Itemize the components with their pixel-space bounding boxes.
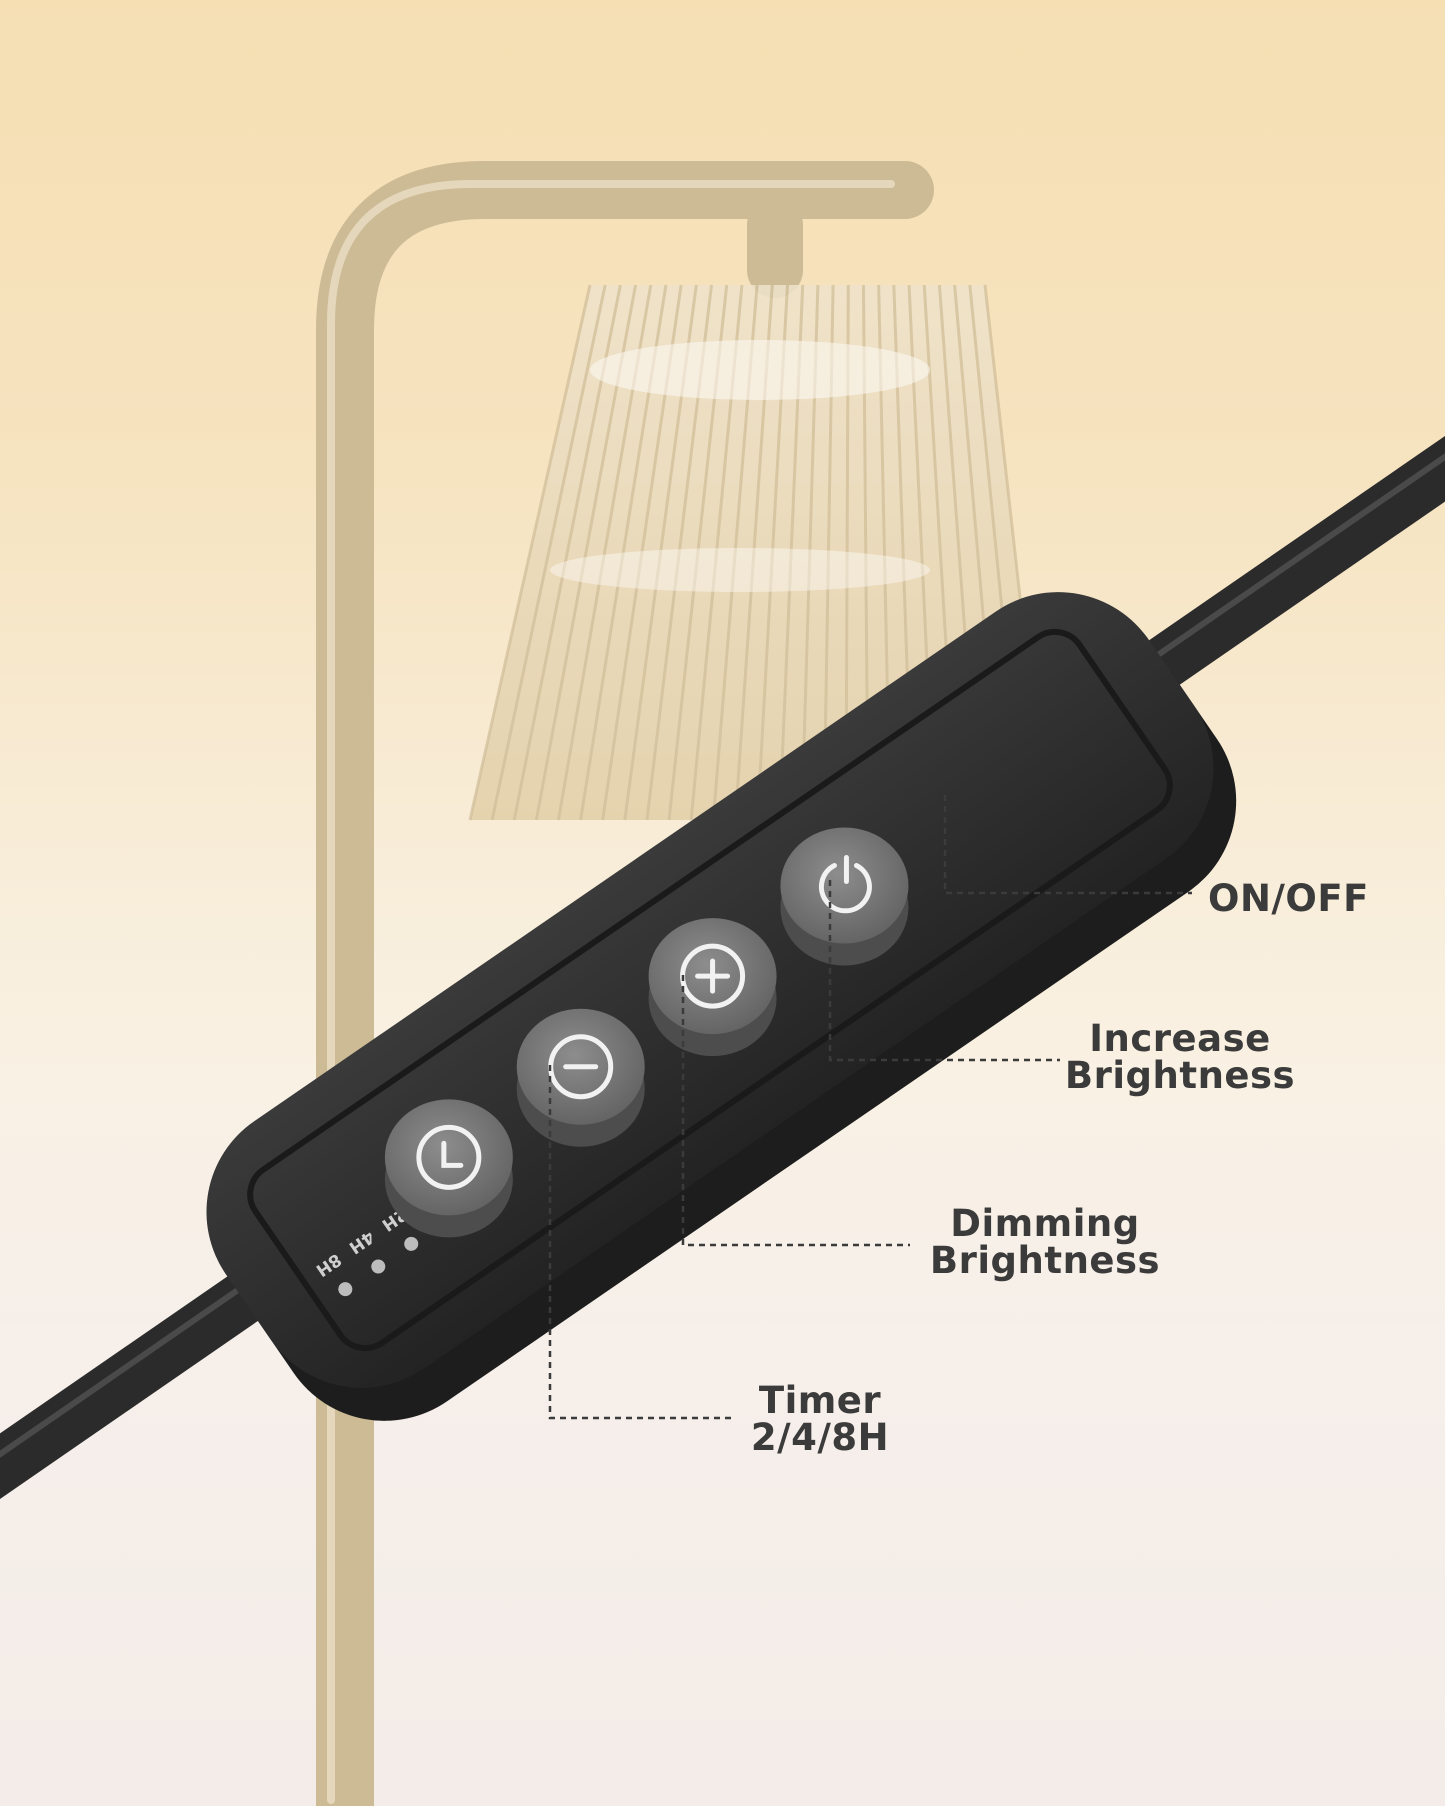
callout-leaders bbox=[548, 795, 1192, 1420]
callout-increase-brightness: Increase Brightness bbox=[1060, 1020, 1300, 1094]
power-icon bbox=[818, 854, 872, 914]
callout-timer: Timer 2/4/8H bbox=[720, 1382, 920, 1456]
callout-dimming-brightness: Dimming Brightness bbox=[925, 1205, 1165, 1279]
lamp-frame bbox=[316, 161, 934, 1806]
callout-on-off: ON/OFF bbox=[1208, 880, 1369, 917]
callout-increase-line-2: Brightness bbox=[1064, 1054, 1296, 1097]
callout-increase-line-1: Increase bbox=[1089, 1017, 1271, 1060]
callout-timer-line-1: Timer bbox=[758, 1379, 882, 1422]
timer-button[interactable] bbox=[384, 1099, 513, 1238]
timer-icon bbox=[416, 1124, 482, 1190]
plus-button[interactable] bbox=[648, 918, 777, 1057]
timer-led bbox=[404, 1236, 419, 1251]
minus-button[interactable] bbox=[516, 1008, 645, 1147]
callout-dimming-line-1: Dimming bbox=[950, 1202, 1140, 1245]
power-button[interactable] bbox=[780, 827, 909, 966]
callout-on-off-line-1: ON/OFF bbox=[1208, 877, 1369, 920]
callout-timer-line-2: 2/4/8H bbox=[750, 1416, 890, 1459]
callout-dimming-line-2: Brightness bbox=[929, 1239, 1161, 1282]
timer-led bbox=[338, 1282, 353, 1297]
timer-led bbox=[371, 1259, 386, 1274]
